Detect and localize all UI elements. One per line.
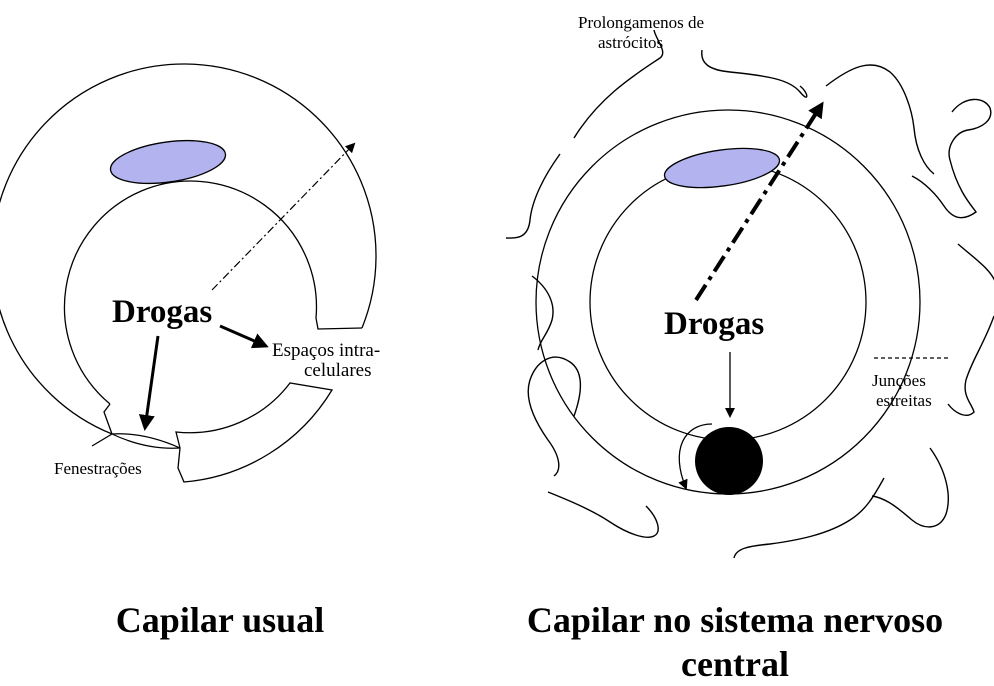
astrocyte-process	[912, 99, 991, 217]
astrocyte-process	[734, 478, 884, 558]
left-capillary: Drogas Espaços intra- celulares Fenestra…	[0, 64, 380, 482]
astrocyte-process	[528, 357, 580, 476]
spaces-label-line2: celulares	[304, 360, 372, 381]
spaces-label-line1: Espaços intra-	[272, 340, 380, 361]
left-nucleus	[108, 134, 228, 190]
right-drug-label: Drogas	[664, 306, 764, 342]
astrocyte-process	[872, 448, 948, 527]
left-inner-wall	[64, 181, 316, 404]
astrocyte-label-line1: Prolongamenos de	[578, 13, 704, 32]
left-arrow-to-spaces	[220, 326, 266, 346]
left-drug-label: Drogas	[112, 294, 212, 330]
right-inner-wall	[590, 164, 866, 440]
junction-label-line1: Junções	[872, 371, 926, 390]
transporter	[695, 427, 763, 495]
left-transcellular-arrow	[212, 144, 354, 290]
astrocyte-process	[548, 492, 658, 537]
fenestration-label: Fenestrações	[54, 459, 142, 478]
junction-label-line2: estreitas	[876, 391, 932, 410]
astrocyte-process	[826, 65, 934, 174]
right-capillary: Prolongamenos de astrócitos Drogas Junçõ…	[506, 13, 994, 558]
left-lower-wall	[176, 383, 332, 482]
right-blocked-arrow	[696, 104, 822, 300]
astrocyte-process	[532, 276, 553, 350]
astrocyte-process	[958, 244, 994, 284]
right-caption-line2: central	[500, 642, 970, 686]
right-caption: Capilar no sistema nervoso central	[500, 598, 970, 686]
right-caption-line1: Capilar no sistema nervoso	[500, 598, 970, 642]
left-caption: Capilar usual	[40, 598, 400, 642]
astrocyte-process	[948, 316, 994, 415]
left-wall-end	[316, 318, 362, 329]
left-gap-edge-1	[92, 404, 112, 446]
fenestration	[112, 434, 180, 448]
astrocyte-process	[702, 50, 807, 97]
left-caption-text: Capilar usual	[116, 600, 324, 640]
astrocyte-label-line2: astrócitos	[598, 33, 663, 52]
left-arrow-to-fenestration	[145, 336, 158, 428]
right-nucleus	[662, 142, 782, 194]
